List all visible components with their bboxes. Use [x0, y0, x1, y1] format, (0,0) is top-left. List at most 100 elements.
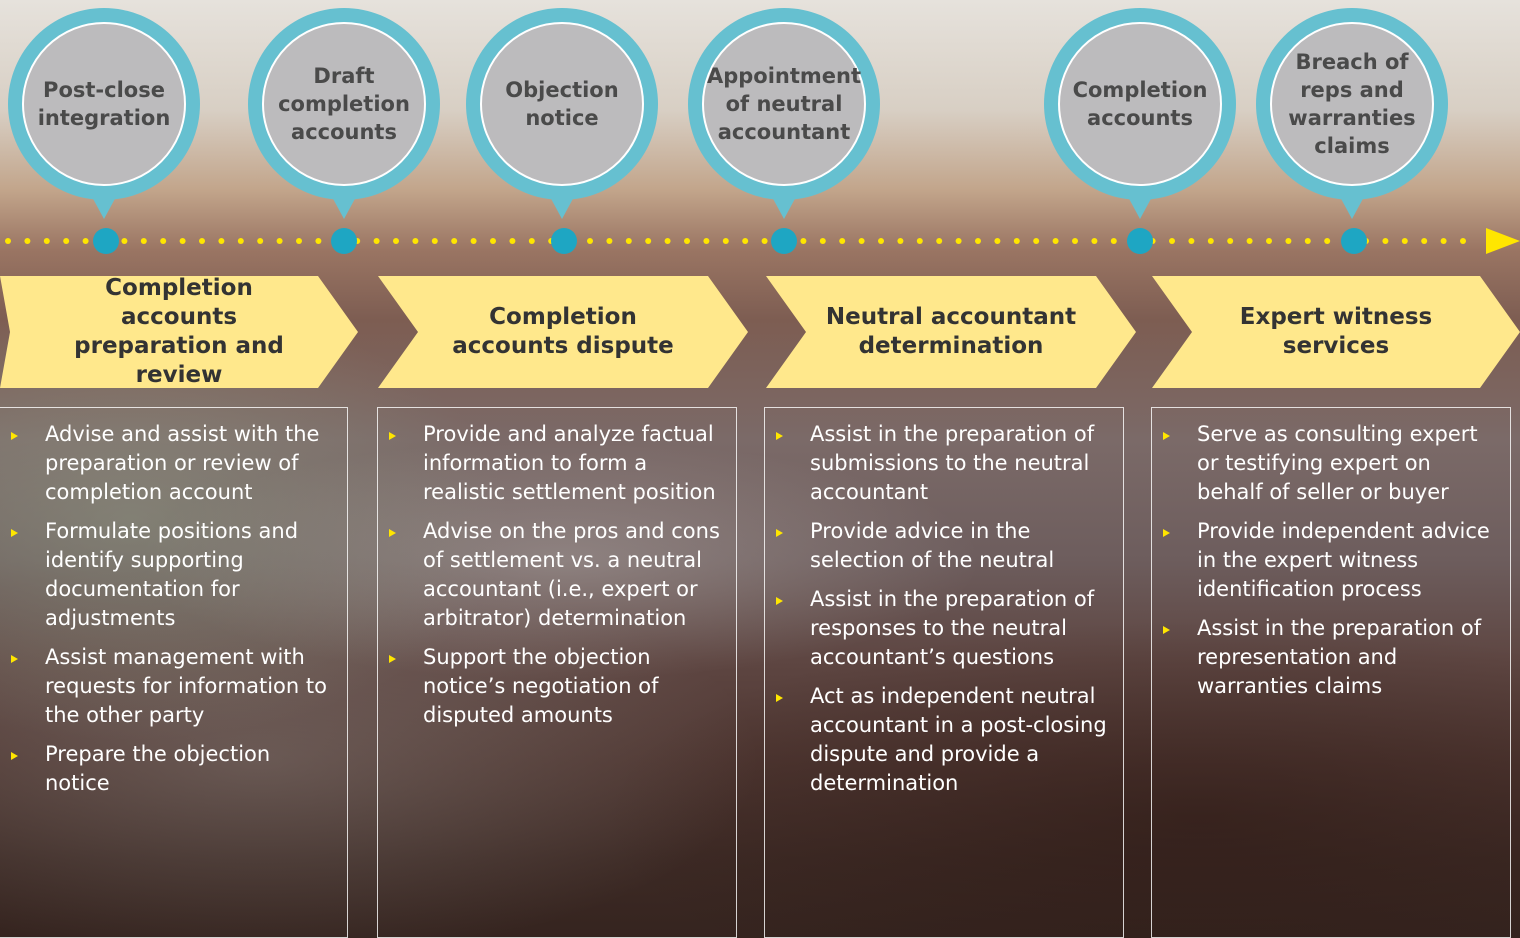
bullet-item: Advise on the pros and cons of settlemen…: [378, 517, 722, 633]
pin-tail: [771, 195, 797, 219]
bullet-arrow-icon: [776, 432, 783, 440]
timeline-dot: [1304, 238, 1311, 244]
timeline-dot: [1052, 238, 1059, 244]
bullet-arrow-icon: [1163, 529, 1170, 537]
timeline-dot: [296, 238, 302, 244]
bullet-item: Serve as consulting expert or testifying…: [1152, 420, 1500, 507]
timeline-dot: [1382, 238, 1389, 244]
timeline-dot: [82, 238, 89, 244]
bullet-item: Provide and analyze factual information …: [378, 420, 722, 507]
timeline-dot: [1188, 238, 1195, 244]
timeline-dot: [490, 238, 496, 244]
phase-title: Completion accounts preparation and revi…: [74, 275, 284, 388]
timeline-dot: [897, 238, 904, 244]
bullet-item: Advise and assist with the preparation o…: [0, 420, 333, 507]
timeline-dot: [1207, 238, 1214, 244]
milestone-dot: [1341, 228, 1367, 254]
phase-title: Neutral accountant determination: [825, 304, 1077, 359]
bullet-arrow-icon: [389, 655, 396, 663]
timeline-dot: [975, 238, 981, 244]
timeline-dot: [1324, 238, 1331, 244]
milestone-completion-accounts: Completion accounts: [1044, 8, 1236, 219]
bullet-arrow-icon: [1163, 432, 1170, 440]
bullet-arrow-icon: [11, 655, 18, 663]
milestone-breach-reps-warranties: Breach of reps and warranties claims: [1256, 8, 1448, 219]
bullet-arrow-icon: [776, 694, 783, 702]
timeline-dot: [257, 238, 264, 244]
milestone-label: Appointment of neutral accountant: [706, 64, 862, 144]
timeline-dot: [199, 238, 205, 244]
pin-inner: Draft completion accounts: [262, 22, 426, 186]
panel-dispute: Provide and analyze factual information …: [377, 407, 737, 938]
bullet-item: Formulate positions and identify support…: [0, 517, 333, 633]
bullet-arrow-icon: [11, 752, 18, 760]
pin-tail: [1339, 195, 1365, 219]
bullet-arrow-icon: [11, 529, 18, 537]
phase-title: Expert witness services: [1239, 304, 1433, 359]
phase-chevron-preparation-review: Completion accounts preparation and revi…: [0, 276, 358, 388]
timeline-dot: [1440, 238, 1447, 244]
timeline-dot: [761, 238, 768, 244]
phase-chevron-dispute: Completion accounts dispute: [378, 276, 748, 388]
timeline-dot: [1246, 238, 1253, 244]
timeline-dot: [606, 238, 613, 244]
bullet-arrow-icon: [11, 432, 18, 440]
timeline-dot: [509, 238, 516, 244]
pin-inner: Appointment of neutral accountant: [702, 22, 866, 186]
timeline-dot: [664, 238, 671, 244]
pin-inner: Post-close integration: [22, 22, 186, 186]
timeline-dot: [1013, 238, 1020, 244]
phase-title: Completion accounts dispute: [452, 304, 674, 359]
timeline-dot: [819, 238, 826, 244]
timeline-dot: [1169, 238, 1175, 244]
timeline-dot: [1266, 238, 1272, 244]
bullet-arrow-icon: [389, 432, 396, 440]
timeline-dot: [1072, 238, 1078, 244]
milestone-dot: [331, 228, 357, 254]
timeline-dot: [916, 238, 923, 244]
timeline-dot: [994, 238, 1001, 244]
timeline-dot: [5, 238, 11, 244]
bullet-item: Prepare the objection notice: [0, 740, 333, 798]
milestone-label: Completion accounts: [1072, 78, 1208, 130]
timeline-dot: [858, 238, 865, 244]
timeline-dot: [1033, 238, 1040, 244]
pin-tail: [331, 195, 357, 219]
pin-tail: [91, 195, 117, 219]
bullet-arrow-icon: [1163, 626, 1170, 634]
milestone-dot: [1127, 228, 1153, 254]
panel-preparation-review: Advise and assist with the preparation o…: [0, 407, 348, 938]
pin-inner: Breach of reps and warranties claims: [1270, 22, 1434, 186]
bullet-arrow-icon: [776, 529, 783, 537]
pin-inner: Completion accounts: [1058, 22, 1222, 186]
timeline-dot: [625, 238, 632, 244]
timeline-dot: [276, 238, 283, 244]
timeline-dot: [878, 238, 884, 244]
timeline-dot: [237, 238, 244, 244]
timeline-dot: [160, 238, 167, 244]
timeline-dot: [179, 238, 186, 244]
milestone-draft-completion-accounts: Draft completion accounts: [248, 8, 440, 219]
timeline-dot: [431, 238, 438, 244]
timeline-dot: [43, 238, 50, 244]
timeline-dot: [218, 238, 225, 244]
milestone-objection-notice: Objection notice: [466, 8, 658, 219]
bullet-item: Assist in the preparation of responses t…: [765, 585, 1109, 672]
bullet-item: Act as independent neutral accountant in…: [765, 682, 1109, 798]
milestone-post-close-integration: Post-close integration: [8, 8, 200, 219]
timeline-dot: [1401, 238, 1408, 244]
bullet-arrow-icon: [776, 597, 783, 605]
bullet-list: Assist in the preparation of submissions…: [765, 408, 1123, 798]
pin-inner: Objection notice: [480, 22, 644, 186]
timeline-dot: [140, 238, 147, 244]
milestone-dot: [93, 228, 119, 254]
timeline-dot: [955, 238, 962, 244]
milestone-dot: [771, 228, 797, 254]
milestone-appointment-neutral-accountant: Appointment of neutral accountant: [688, 8, 880, 219]
timeline-dot: [63, 238, 70, 244]
bullet-item: Assist management with requests for info…: [0, 643, 333, 730]
panel-expert-witness: Serve as consulting expert or testifying…: [1151, 407, 1511, 938]
timeline-dot: [800, 238, 807, 244]
milestone-label: Post-close integration: [37, 78, 171, 130]
timeline-dot: [936, 238, 943, 244]
